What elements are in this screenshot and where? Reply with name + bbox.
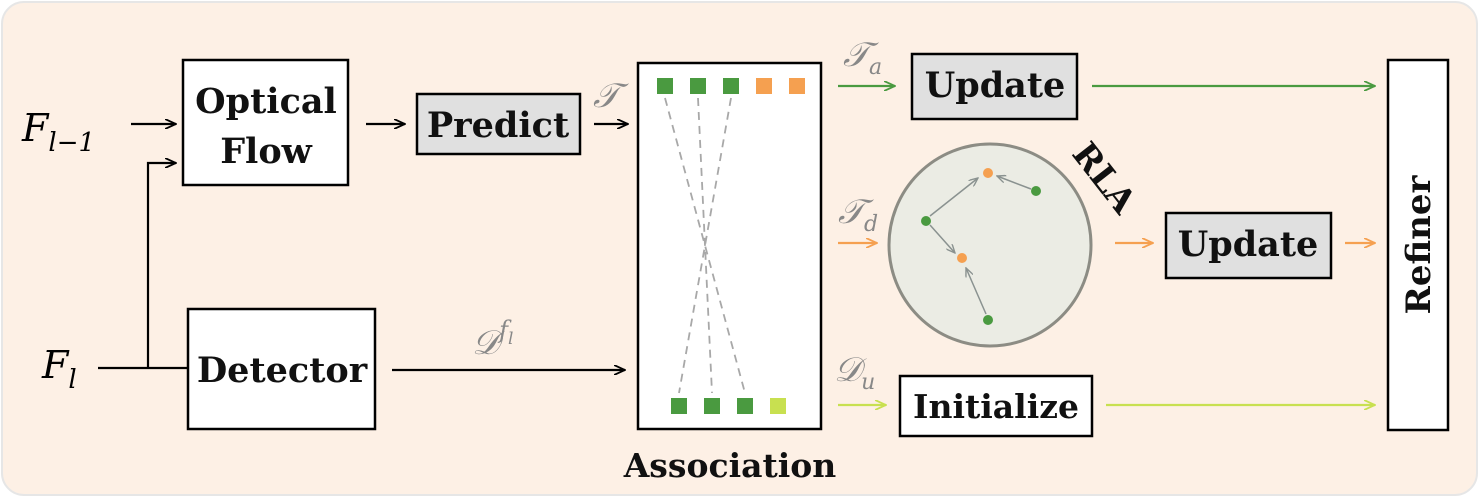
track-square-matched <box>723 78 739 94</box>
optical-flow-box <box>181 58 350 187</box>
detector-box <box>186 307 377 431</box>
rla-node-dormant <box>983 168 993 178</box>
detection-square-matched <box>737 398 753 414</box>
detection-square-unmatched <box>770 398 786 414</box>
update-mid-label: Update <box>1178 224 1319 265</box>
initialize-box <box>898 374 1094 438</box>
association-box <box>636 61 823 431</box>
track-square-matched <box>690 78 706 94</box>
optical-flow-label-line2: Flow <box>220 131 312 172</box>
rla-node-matched <box>921 216 931 226</box>
detector-label: Detector <box>197 350 368 391</box>
track-square-dormant <box>756 78 772 94</box>
refiner-box <box>1386 58 1450 432</box>
track-square-dormant <box>789 78 805 94</box>
rla-circle <box>887 142 1093 348</box>
update-top-box <box>910 52 1079 121</box>
detection-square-matched <box>671 398 687 414</box>
cur-frame-label: Fl <box>41 343 77 395</box>
rla-node-matched <box>983 315 993 325</box>
rla-node-dormant <box>957 253 967 263</box>
predict-box <box>415 92 582 156</box>
predict-label: Predict <box>427 105 569 146</box>
refiner-label: Refiner <box>1399 174 1439 314</box>
track-square-matched <box>657 78 673 94</box>
association-label: Association <box>623 446 837 485</box>
association-links <box>664 97 746 394</box>
rla-graph <box>929 176 1032 315</box>
rla-node-matched <box>1031 186 1041 196</box>
unmatched-detections-symbol: 𝒟u <box>834 350 875 395</box>
branch-to-optical-flow-arrow <box>146 163 176 368</box>
initialize-label: Initialize <box>913 387 1079 426</box>
detection-square-matched <box>704 398 720 414</box>
optical-flow-label-line1: Optical <box>195 81 337 122</box>
prev-frame-label: Fl−1 <box>21 106 95 158</box>
update-top-label: Update <box>925 65 1066 106</box>
update-mid-box <box>1164 211 1333 280</box>
